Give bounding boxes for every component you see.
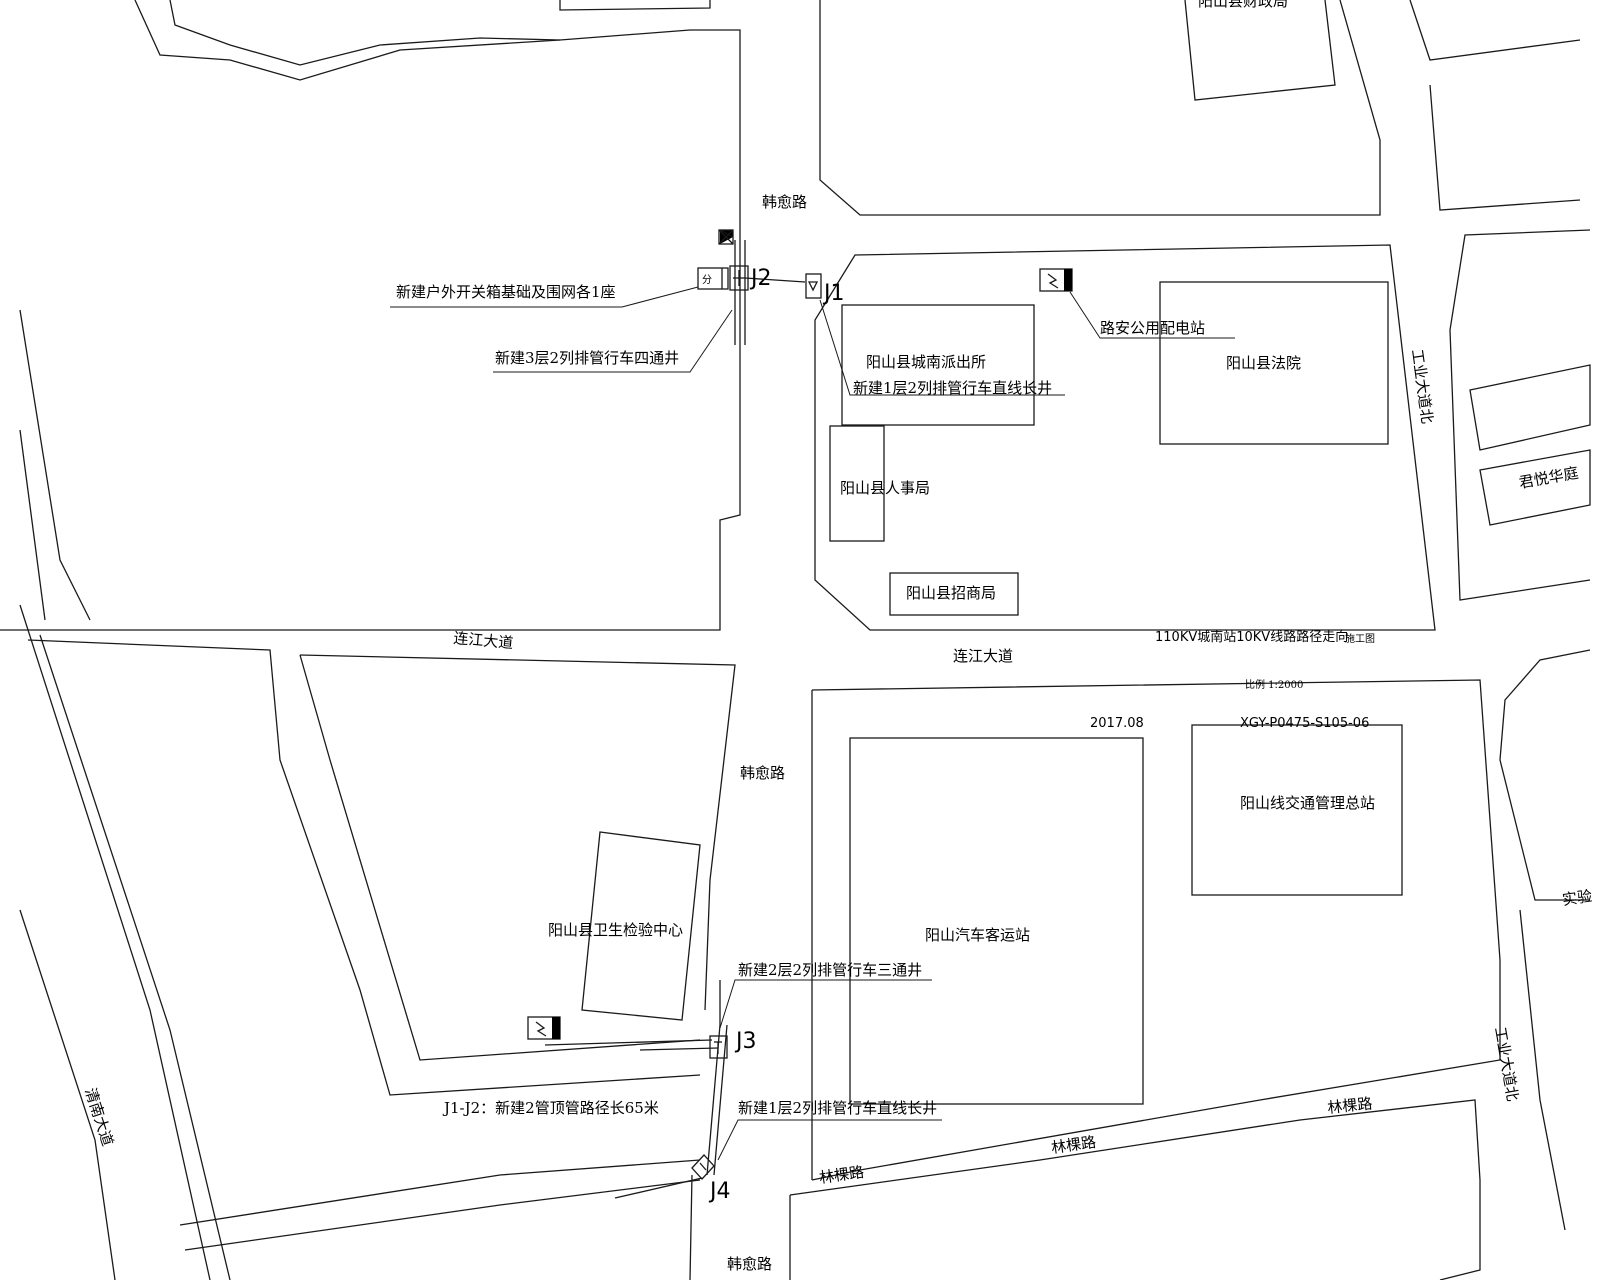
node-label-j3: J3 <box>734 1029 757 1054</box>
road-label-side: 清南大道 <box>81 1086 117 1149</box>
building-label-personnel-bureau: 阳山县人事局 <box>840 479 930 497</box>
j3-node-symbol <box>709 1035 728 1059</box>
annotation-well-j1: 新建1层2列排管行车直线长井 <box>853 379 1052 397</box>
annotation-well-j2: 新建3层2列排管行车四通井 <box>495 349 679 367</box>
building-label-police-station: 阳山县城南派出所 <box>866 353 986 371</box>
node-label-j4: J4 <box>708 1179 731 1204</box>
road-label-hanyu-south: 韩愈路 <box>727 1255 772 1273</box>
annotation-well-j3: 新建2层2列排管行车三通井 <box>738 961 922 979</box>
title-project: 110KV城南站10KV线路路径走向 <box>1155 629 1348 645</box>
leader-lines <box>390 286 1235 1161</box>
j2-node-symbol <box>729 265 749 291</box>
annotation-well-j4: 新建1层2列排管行车直线长井 <box>738 1099 937 1117</box>
hygiene-center-outline <box>581 831 701 1021</box>
building-label-junyue: 君悦华庭 <box>1518 464 1580 492</box>
investment-bureau-outline <box>889 572 1019 616</box>
j1-node-symbol <box>805 273 822 299</box>
substation-symbol-left <box>527 1016 561 1040</box>
svg-text:分: 分 <box>702 274 712 286</box>
traffic-station-outline <box>1191 724 1403 896</box>
substation-symbol-top <box>1039 268 1073 292</box>
annotation-switchbox: 新建户外开关箱基础及围网各1座 <box>396 283 616 301</box>
building-label-investment-bureau: 阳山县招商局 <box>906 584 996 602</box>
bowtie-symbol <box>718 229 734 245</box>
title-date: 2017.08 <box>1090 716 1144 731</box>
building-label-court: 阳山县法院 <box>1226 354 1301 372</box>
building-label-hygiene-center: 阳山县卫生检验中心 <box>548 921 683 939</box>
switchbox-symbol: 分 <box>697 267 729 290</box>
road-label-gongye-south: 工业大道北 <box>1491 1026 1522 1103</box>
building-label-traffic-station: 阳山线交通管理总站 <box>1240 794 1375 812</box>
node-label-j1: J1 <box>822 281 845 306</box>
buildings <box>581 281 1403 1105</box>
road-label-lianjiang-east: 连江大道 <box>953 647 1013 665</box>
court-outline <box>1159 281 1389 445</box>
building-label-bus-station: 阳山汽车客运站 <box>925 926 1030 944</box>
j4-node-symbol <box>691 1154 715 1180</box>
annotation-substation: 路安公用配电站 <box>1100 319 1205 337</box>
road-label-hanyu-middle: 韩愈路 <box>740 764 785 782</box>
node-label-j2: J2 <box>749 266 772 291</box>
road-label-lianjiang-west: 连江大道 <box>453 629 514 652</box>
road-label-hanyu-north: 韩愈路 <box>762 193 807 211</box>
police-station-outline <box>841 304 1035 426</box>
road-label-gongye-north: 工业大道北 <box>1408 348 1436 425</box>
bus-station-outline <box>849 737 1144 1105</box>
title-stage: 施工图 <box>1345 632 1375 645</box>
personnel-bureau-outline <box>829 425 885 542</box>
road-label-linkuo-3: 林棵路 <box>1327 1094 1374 1117</box>
title-scale: 比例 1:2000 <box>1245 678 1303 691</box>
building-label-top: 阳山县财政局 <box>1198 0 1288 10</box>
cable-route <box>544 240 806 1280</box>
building-label-right-edge: 实验 <box>1561 887 1593 909</box>
title-drawing-no: XGY-P0475-S105-06 <box>1240 716 1369 731</box>
road-label-linkuo-2: 林棵路 <box>1050 1133 1097 1157</box>
annotation-pipe-length: J1-J2：新建2管顶管路径长65米 <box>442 1099 659 1117</box>
road-label-linkuo-1: 林棵路 <box>818 1163 865 1187</box>
